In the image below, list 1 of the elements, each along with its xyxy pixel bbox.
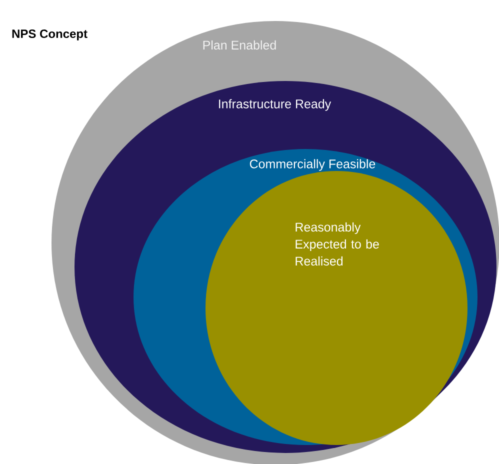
circle-region: Reasonably Expected to be Realised — [206, 171, 468, 445]
